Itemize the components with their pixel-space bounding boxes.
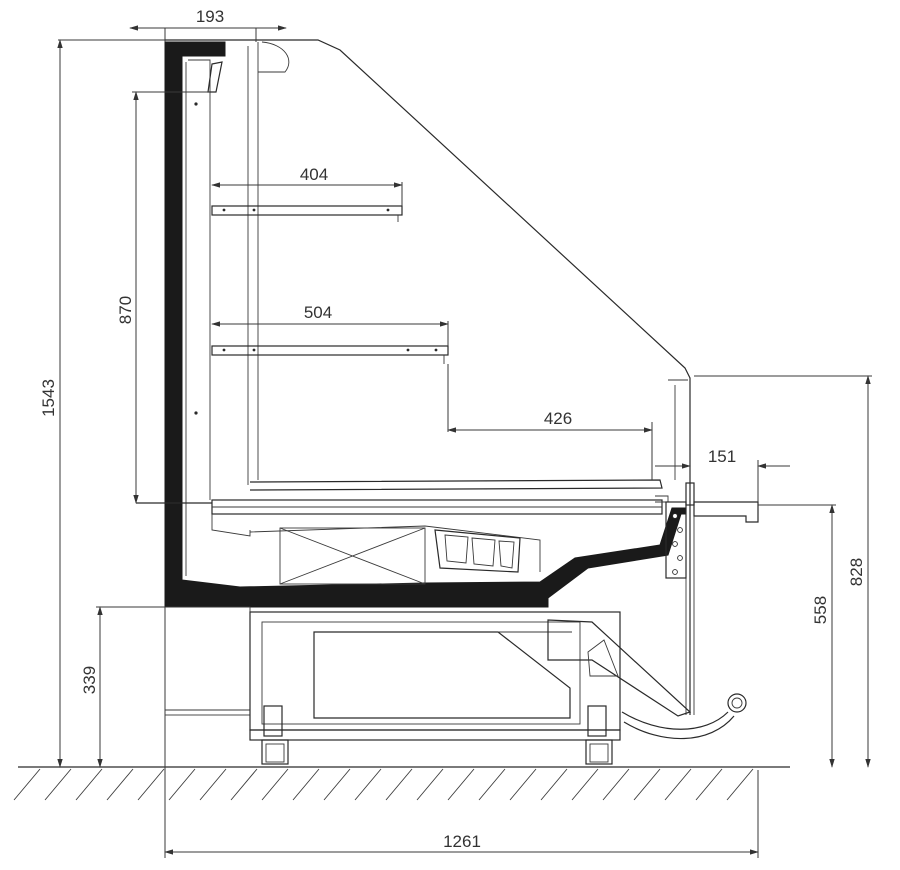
dim-front-overhang: 151: [708, 447, 736, 466]
dim-top-width: 193: [196, 7, 224, 26]
air-duct: [249, 525, 541, 585]
dim-front-height: 828: [847, 558, 866, 586]
dim-lower-shelf: 504: [304, 303, 332, 322]
floor: [13, 766, 790, 801]
glass-canopy: [165, 39, 691, 715]
lower-shelf: [211, 345, 449, 364]
dim-base-height: 339: [80, 666, 99, 694]
dim-total-depth: 1261: [443, 832, 481, 851]
drain-pipe: [621, 693, 747, 740]
display-deck: [136, 479, 669, 537]
base-frame: [164, 606, 692, 765]
dim-worktop-height: 558: [811, 596, 830, 624]
dim-deck-depth: 426: [544, 409, 572, 428]
dim-upper-shelf: 404: [300, 165, 328, 184]
dimension-lines: [57, 25, 872, 858]
top-air-nozzle: [207, 41, 290, 485]
upper-shelf: [211, 205, 403, 222]
dim-shelf-zone: 870: [116, 296, 135, 324]
dim-total-height: 1543: [39, 379, 58, 417]
